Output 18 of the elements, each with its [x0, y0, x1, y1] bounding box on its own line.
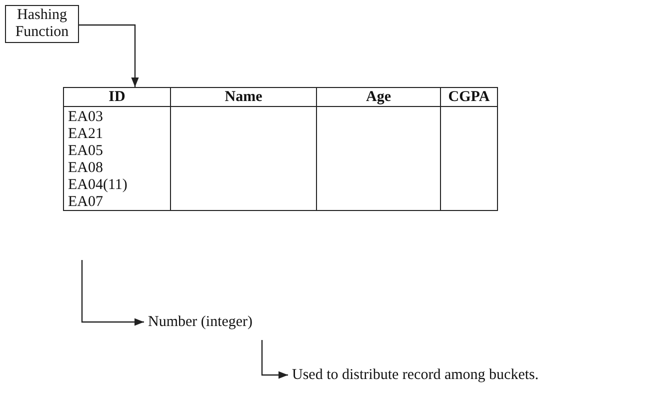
arrow — [81, 260, 144, 326]
text-label: Used to distribute record among buckets. — [292, 366, 539, 384]
column-header: ID — [64, 88, 171, 107]
arrow — [79, 24, 139, 87]
text-label: Number (integer) — [148, 313, 253, 331]
data-table — [63, 87, 498, 211]
record-id: EA03 — [68, 109, 104, 126]
arrow — [261, 340, 288, 379]
box-label: Hashing Function — [14, 7, 70, 41]
column-header: Age — [317, 88, 441, 107]
record-id: EA05 — [68, 143, 104, 160]
record-id: EA07 — [68, 194, 104, 211]
column-header: CGPA — [441, 88, 497, 107]
column-header: Name — [171, 88, 317, 107]
process-box — [5, 5, 79, 43]
record-id: EA08 — [68, 160, 104, 177]
record-id: EA04(11) — [68, 177, 128, 194]
record-id: EA21 — [68, 126, 104, 143]
